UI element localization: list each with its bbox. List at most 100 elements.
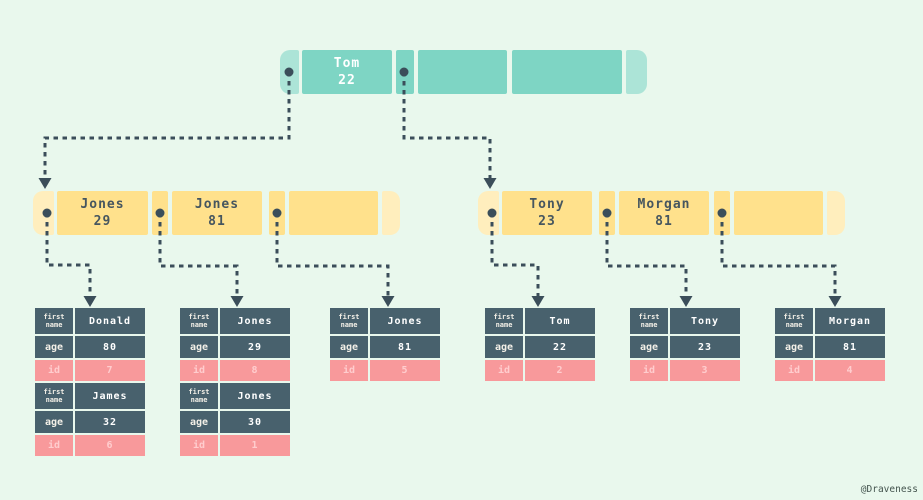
label-line: first xyxy=(493,313,515,321)
table-row: age 80 xyxy=(35,336,145,358)
field-value-age: 81 xyxy=(370,336,440,358)
table-row: first name James xyxy=(35,383,145,409)
field-value-id: 7 xyxy=(75,360,145,381)
label-line: first xyxy=(43,313,65,321)
field-value-id: 2 xyxy=(525,360,595,381)
label-line: first xyxy=(783,313,805,321)
label-line: name xyxy=(785,321,803,329)
field-label-id: id xyxy=(35,435,73,456)
connector-root-to-left-node xyxy=(43,72,291,179)
table-row: first name Morgan xyxy=(775,308,885,334)
field-value-id: 5 xyxy=(370,360,440,381)
label-line: name xyxy=(45,396,63,404)
table-row: first name Tony xyxy=(630,308,740,334)
arrowhead-icon xyxy=(531,296,545,307)
record-table-5: first name Tony age 23 id 3 xyxy=(630,308,740,381)
node-end-cap xyxy=(626,50,647,94)
field-label-id: id xyxy=(180,435,218,456)
key-age: 23 xyxy=(538,214,556,229)
field-label-age: age xyxy=(485,336,523,358)
empty-key-cell xyxy=(418,50,507,94)
empty-key-cell xyxy=(289,191,378,235)
table-row: id 1 xyxy=(180,435,290,456)
table-row: id 6 xyxy=(35,435,145,456)
table-row: id 4 xyxy=(775,360,885,381)
pointer-cell xyxy=(33,191,54,235)
internal-node-left: Jones 29 Jones 81 xyxy=(33,191,400,235)
label-line: first xyxy=(638,313,660,321)
watermark: @Draveness xyxy=(860,484,918,495)
field-value-first-name: Morgan xyxy=(815,308,885,334)
field-label-first-name: first name xyxy=(775,308,813,334)
field-label-first-name: first name xyxy=(180,383,218,409)
field-label-first-name: first name xyxy=(630,308,668,334)
field-value-first-name: Donald xyxy=(75,308,145,334)
field-label-age: age xyxy=(330,336,368,358)
key-cell: Morgan 81 xyxy=(619,191,709,235)
key-age: 29 xyxy=(93,214,112,229)
table-row: age 30 xyxy=(180,411,290,433)
arrowhead-icon xyxy=(83,296,97,307)
table-row: id 7 xyxy=(35,360,145,381)
field-value-age: 80 xyxy=(75,336,145,358)
arrowhead-icon xyxy=(230,296,244,307)
field-value-id: 6 xyxy=(75,435,145,456)
field-value-id: 4 xyxy=(815,360,885,381)
key-name: Jones xyxy=(80,197,125,212)
table-row: first name Jones xyxy=(180,383,290,409)
arrowhead-icon xyxy=(381,296,395,307)
arrowhead-icon xyxy=(38,178,52,189)
field-value-age: 29 xyxy=(220,336,290,358)
key-name: Tony xyxy=(529,197,565,212)
record-table-4: first name Tom age 22 id 2 xyxy=(485,308,595,381)
field-label-age: age xyxy=(35,336,73,358)
key-cell: Jones 29 xyxy=(57,191,148,235)
root-node: Tom 22 xyxy=(280,50,647,94)
field-label-age: age xyxy=(775,336,813,358)
pointer-cell xyxy=(269,191,285,235)
pointer-cell xyxy=(152,191,168,235)
pointer-cell xyxy=(599,191,615,235)
key-name: Morgan xyxy=(637,197,691,212)
table-row: first name Donald xyxy=(35,308,145,334)
label-line: first xyxy=(338,313,360,321)
table-row: age 22 xyxy=(485,336,595,358)
table-row: first name Jones xyxy=(330,308,440,334)
field-label-first-name: first name xyxy=(35,383,73,409)
table-row: age 29 xyxy=(180,336,290,358)
table-row: id 2 xyxy=(485,360,595,381)
node-end-cap xyxy=(827,191,845,235)
field-label-id: id xyxy=(775,360,813,381)
label-line: name xyxy=(190,396,208,404)
record-table-3: first name Jones age 81 id 5 xyxy=(330,308,440,381)
key-age: 81 xyxy=(208,214,226,229)
field-value-first-name: Jones xyxy=(220,308,290,334)
table-row: age 32 xyxy=(35,411,145,433)
table-row: first name Tom xyxy=(485,308,595,334)
field-label-first-name: first name xyxy=(485,308,523,334)
arrowhead-icon xyxy=(828,296,842,307)
field-value-age: 22 xyxy=(525,336,595,358)
arrowhead-icon xyxy=(483,178,497,189)
field-value-id: 1 xyxy=(220,435,290,456)
label-line: first xyxy=(188,313,210,321)
table-row: id 5 xyxy=(330,360,440,381)
field-label-id: id xyxy=(485,360,523,381)
arrowhead-icon xyxy=(679,296,693,307)
table-row: age 81 xyxy=(330,336,440,358)
field-value-id: 3 xyxy=(670,360,740,381)
field-value-age: 32 xyxy=(75,411,145,433)
field-label-id: id xyxy=(180,360,218,381)
key-cell: Tony 23 xyxy=(502,191,592,235)
field-value-first-name: Tom xyxy=(525,308,595,334)
pointer-cell xyxy=(280,50,299,94)
label-line: name xyxy=(340,321,358,329)
label-line: name xyxy=(45,321,63,329)
pointer-cell xyxy=(396,50,414,94)
field-value-age: 81 xyxy=(815,336,885,358)
internal-node-right: Tony 23 Morgan 81 xyxy=(478,191,845,235)
node-end-cap xyxy=(382,191,400,235)
table-row: first name Jones xyxy=(180,308,290,334)
field-label-id: id xyxy=(630,360,668,381)
field-label-first-name: first name xyxy=(330,308,368,334)
